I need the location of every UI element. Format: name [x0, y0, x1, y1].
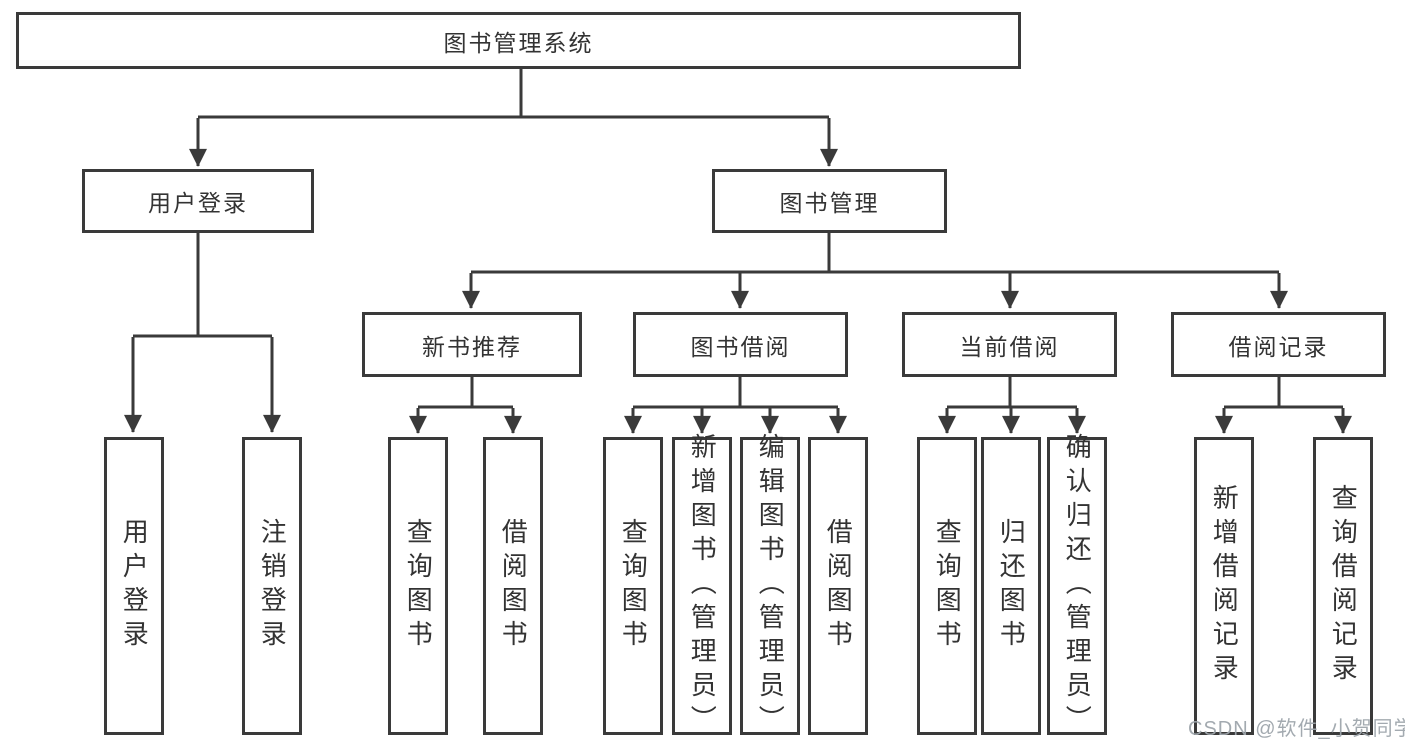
node-book-management: 图书管理	[712, 169, 947, 233]
node-label: 图书借阅	[690, 333, 791, 360]
node-book-borrowing: 图书借阅	[633, 312, 848, 377]
leaf-label: 查询图书	[618, 518, 649, 654]
node-label: 当前借阅	[959, 333, 1060, 360]
leaf-label: 编辑图书（管理员）	[755, 433, 786, 739]
watermark-text: CSDN @软件_小贺同学	[1188, 718, 1405, 740]
node-label: 图书管理系统	[443, 29, 594, 56]
node-label: 图书管理	[779, 190, 880, 216]
leaf-label: 查询借阅记录	[1328, 484, 1359, 688]
leaf-label: 借阅图书	[823, 518, 854, 654]
leaf-user-login: 用户登录	[104, 437, 164, 735]
node-borrowing-records: 借阅记录	[1171, 312, 1386, 377]
leaf-label: 确认归还（管理员）	[1062, 433, 1093, 739]
leaf-add-books-admin: 新增图书（管理员）	[672, 433, 732, 739]
leaf-confirm-return-admin: 确认归还（管理员）	[1047, 433, 1107, 739]
leaf-label: 借阅图书	[498, 518, 529, 654]
node-library-management-system: 图书管理系统	[16, 12, 1021, 69]
leaf-logout: 注销登录	[242, 437, 302, 735]
leaf-label: 用户登录	[119, 518, 150, 654]
leaf-query-books-borrowing: 查询图书	[603, 437, 663, 735]
leaf-borrow-books-recommend: 借阅图书	[483, 437, 543, 735]
leaf-add-borrow-record: 新增借阅记录	[1194, 437, 1254, 735]
leaf-label: 新增图书（管理员）	[687, 433, 718, 739]
node-label: 借阅记录	[1228, 333, 1329, 360]
leaf-query-books-recommend: 查询图书	[388, 437, 448, 735]
leaf-query-borrow-record: 查询借阅记录	[1313, 437, 1373, 735]
node-label: 新书推荐	[422, 333, 522, 360]
leaf-query-books-current: 查询图书	[917, 437, 977, 735]
leaf-return-books: 归还图书	[981, 437, 1041, 735]
node-current-borrowing: 当前借阅	[902, 312, 1117, 377]
leaf-borrow-books-borrowing: 借阅图书	[808, 437, 868, 735]
node-label: 用户登录	[148, 190, 248, 216]
leaf-label: 新增借阅记录	[1209, 484, 1240, 688]
leaf-label: 归还图书	[996, 518, 1027, 654]
node-user-login: 用户登录	[82, 169, 314, 233]
leaf-label: 查询图书	[403, 518, 434, 654]
leaf-label: 注销登录	[257, 518, 288, 654]
leaf-edit-books-admin: 编辑图书（管理员）	[740, 433, 800, 739]
leaf-label: 查询图书	[932, 518, 963, 654]
node-new-book-recommendation: 新书推荐	[362, 312, 582, 377]
